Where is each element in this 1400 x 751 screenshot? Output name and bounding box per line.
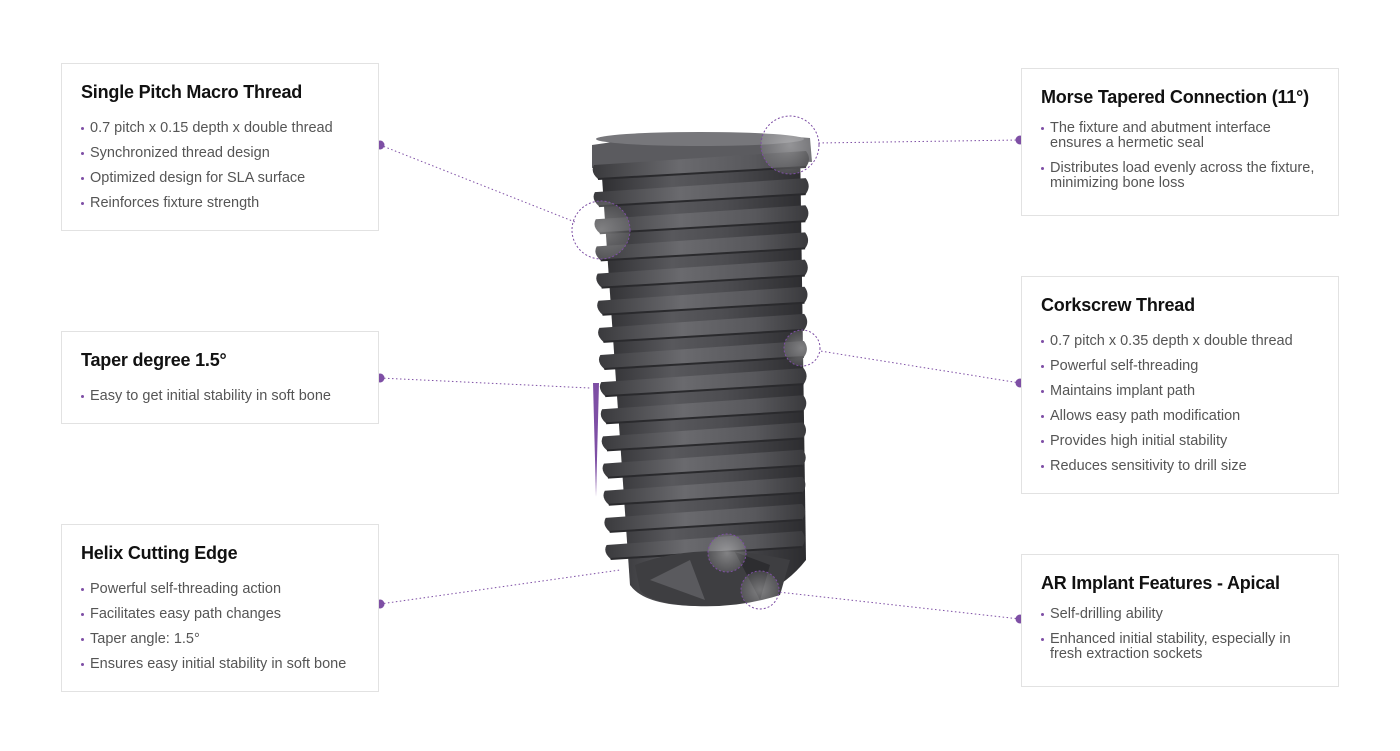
list-item: Distributes load evenly across the fixtu… — [1041, 161, 1318, 191]
list-item: Synchronized thread design — [81, 141, 358, 166]
thread-shadow — [598, 193, 806, 208]
list-item: Allows easy path modification — [1041, 404, 1318, 429]
thread-shadow — [610, 546, 802, 560]
thread-shadow — [600, 247, 806, 262]
thread-ridge — [598, 313, 808, 342]
feature-list: Self-drilling ability Enhanced initial s… — [1041, 607, 1318, 662]
thread-shadow — [606, 437, 804, 452]
thread-shadow — [609, 518, 803, 533]
thread-shadow — [607, 464, 803, 479]
card-title: Corkscrew Thread — [1041, 295, 1195, 315]
anchor-dots — [375, 135, 1025, 624]
list-item: Self-drilling ability — [1041, 607, 1318, 622]
card-taper-degree: Taper degree 1.5° Easy to get initial st… — [61, 331, 379, 424]
list-item: Reinforces fixture strength — [81, 191, 358, 216]
thread-ridge — [603, 476, 806, 505]
thread-ridge — [605, 531, 805, 559]
leader-lines — [379, 139, 1021, 620]
feature-list: 0.7 pitch x 0.35 depth x double thread P… — [1041, 329, 1318, 479]
feature-list: The fixture and abutment interface ensur… — [1041, 121, 1318, 191]
feature-list: 0.7 pitch x 0.15 depth x double thread S… — [81, 116, 358, 216]
list-item: Enhanced initial stability, especially i… — [1041, 632, 1318, 662]
card-title: Morse Tapered Connection (11°) — [1041, 87, 1309, 107]
thread-ridge — [604, 503, 806, 532]
list-item: 0.7 pitch x 0.35 depth x double thread — [1041, 329, 1318, 354]
card-morse-tapered-connection: Morse Tapered Connection (11°) The fixtu… — [1021, 68, 1339, 216]
thread-shadow — [604, 356, 804, 370]
thread-shadow — [599, 220, 806, 235]
thread-shadow — [601, 274, 805, 289]
list-item: Reduces sensitivity to drill size — [1041, 454, 1318, 479]
card-title: AR Implant Features - Apical — [1041, 573, 1280, 593]
taper-indicator — [593, 383, 599, 497]
card-title: Single Pitch Macro Thread — [81, 82, 303, 102]
thread-ridge — [602, 449, 806, 478]
magnifier-circles — [571, 115, 821, 610]
card-apical-features: AR Implant Features - Apical Self-drilli… — [1021, 554, 1339, 687]
thread-ridge — [599, 368, 807, 397]
list-item: Taper angle: 1.5° — [81, 627, 358, 652]
thread-ridge — [596, 259, 808, 288]
card-title: Taper degree 1.5° — [81, 350, 227, 370]
feature-list: Easy to get initial stability in soft bo… — [81, 384, 358, 409]
list-item: Optimized design for SLA surface — [81, 166, 358, 191]
list-item: Powerful self-threading action — [81, 577, 358, 602]
list-item: Maintains implant path — [1041, 379, 1318, 404]
thread-ridge — [592, 151, 809, 179]
list-item: Easy to get initial stability in soft bo… — [81, 384, 358, 409]
thread-shadow — [603, 328, 805, 343]
thread-shadow — [608, 491, 803, 506]
thread-shadow — [602, 301, 805, 316]
feature-list: Powerful self-threading action Facilitat… — [81, 577, 358, 677]
thread-ridge — [593, 178, 809, 207]
thread-ridge — [598, 341, 807, 369]
thread-ridge — [601, 422, 806, 451]
thread-ridge — [597, 286, 808, 315]
card-corkscrew-thread: Corkscrew Thread 0.7 pitch x 0.35 depth … — [1021, 276, 1339, 494]
list-item: Powerful self-threading — [1041, 354, 1318, 379]
list-item: Ensures easy initial stability in soft b… — [81, 652, 358, 677]
thread-ridge — [600, 395, 807, 424]
list-item: 0.7 pitch x 0.15 depth x double thread — [81, 116, 358, 141]
thread-ridge — [595, 232, 809, 261]
thread-ridge — [594, 205, 809, 234]
thread-shadow — [605, 383, 804, 398]
thread-shadow — [597, 166, 807, 180]
card-title: Helix Cutting Edge — [81, 543, 238, 563]
implant-body — [592, 132, 812, 607]
list-item: The fixture and abutment interface ensur… — [1041, 121, 1318, 151]
card-single-pitch-macro-thread: Single Pitch Macro Thread 0.7 pitch x 0.… — [61, 63, 379, 231]
thread-shadow — [606, 410, 804, 425]
list-item: Provides high initial stability — [1041, 429, 1318, 454]
list-item: Facilitates easy path changes — [81, 602, 358, 627]
card-helix-cutting-edge: Helix Cutting Edge Powerful self-threadi… — [61, 524, 379, 692]
